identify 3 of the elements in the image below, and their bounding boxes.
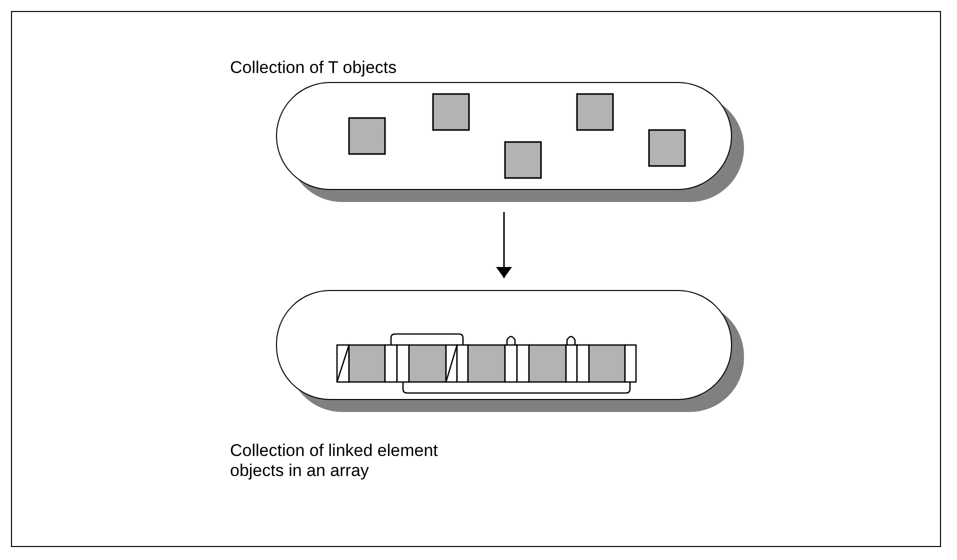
- arrow: [498, 212, 510, 278]
- container-caption: Collection of linked element objects in an array: [230, 441, 439, 481]
- container-caption: Collection of T objects: [230, 58, 398, 78]
